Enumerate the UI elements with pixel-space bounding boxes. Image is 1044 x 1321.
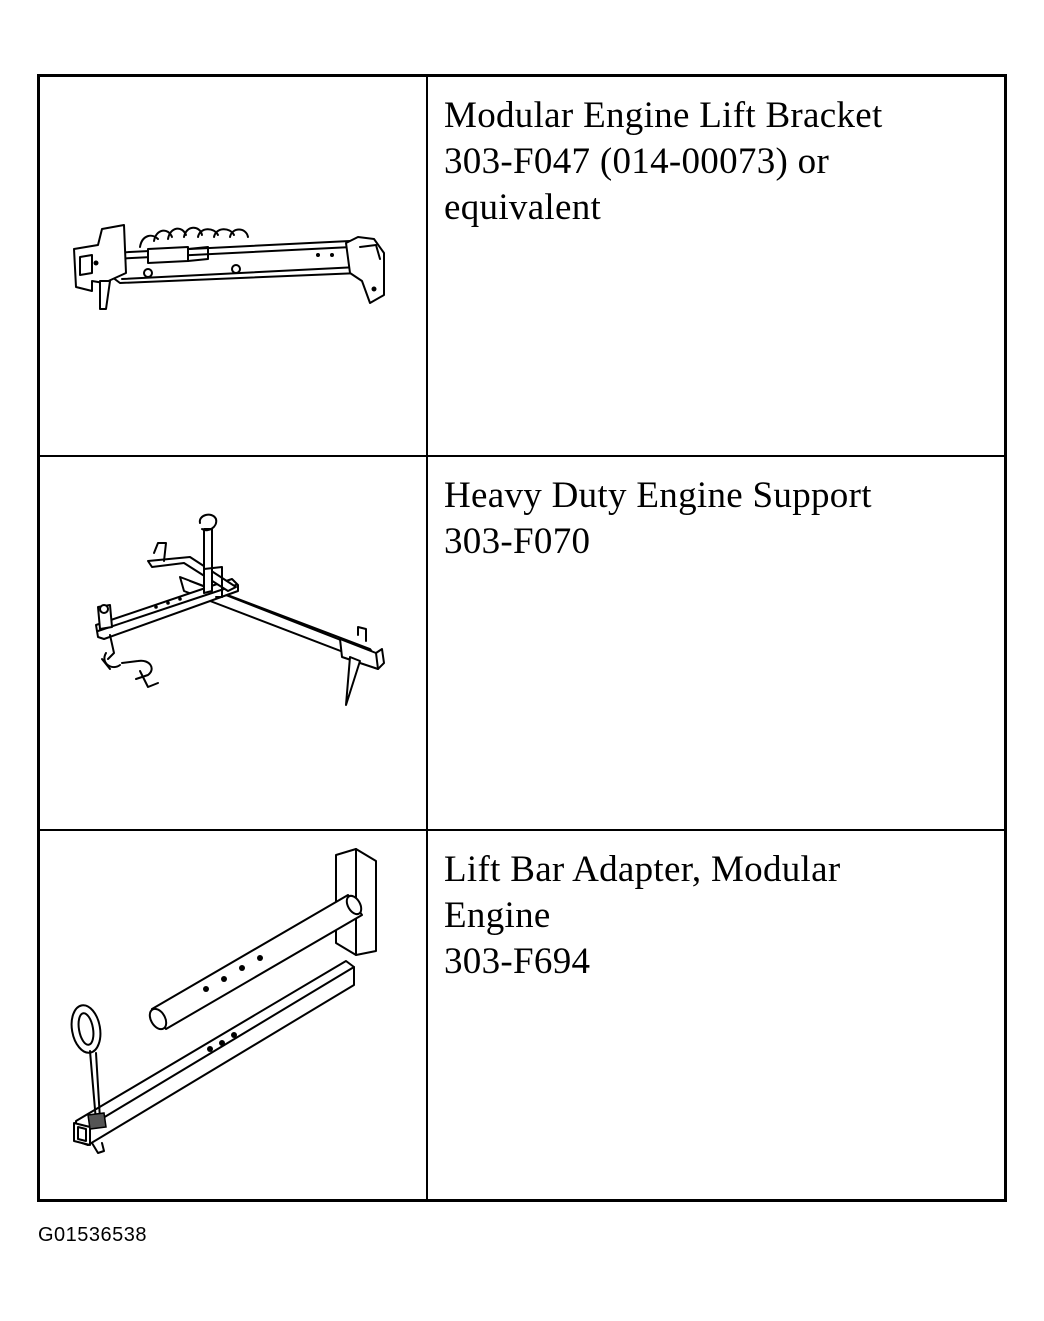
special-tools-table: Modular Engine Lift Bracket 303-F047 (01… [37, 74, 1007, 1202]
tool-description-cell: Heavy Duty Engine Support 303-F070 [428, 455, 1004, 829]
tool-name: Modular Engine Lift Bracket [444, 95, 883, 136]
tool-illustration-cell [40, 829, 428, 1199]
tool-description-cell: Modular Engine Lift Bracket 303-F047 (01… [428, 77, 1004, 455]
tool-part-number: 303-F047 (014-00073) or [444, 141, 830, 182]
lift-bar-adapter-icon [70, 848, 377, 1154]
tool-note: equivalent [444, 187, 602, 228]
tool-part-number: 303-F694 [444, 941, 591, 982]
tool-description-cell: Lift Bar Adapter, Modular Engine 303-F69… [428, 829, 1004, 1199]
figure-id: G01536538 [38, 1224, 148, 1246]
tool-illustration-cell [40, 77, 428, 455]
engine-support-icon [95, 513, 385, 706]
tool-name: Heavy Duty Engine Support [444, 475, 872, 516]
tool-part-number: 303-F070 [444, 521, 591, 562]
tool-name-continued: Engine [444, 895, 551, 936]
tool-illustration-cell [40, 455, 428, 829]
engine-lift-bracket-icon [73, 224, 385, 310]
tool-name: Lift Bar Adapter, Modular [444, 849, 841, 890]
